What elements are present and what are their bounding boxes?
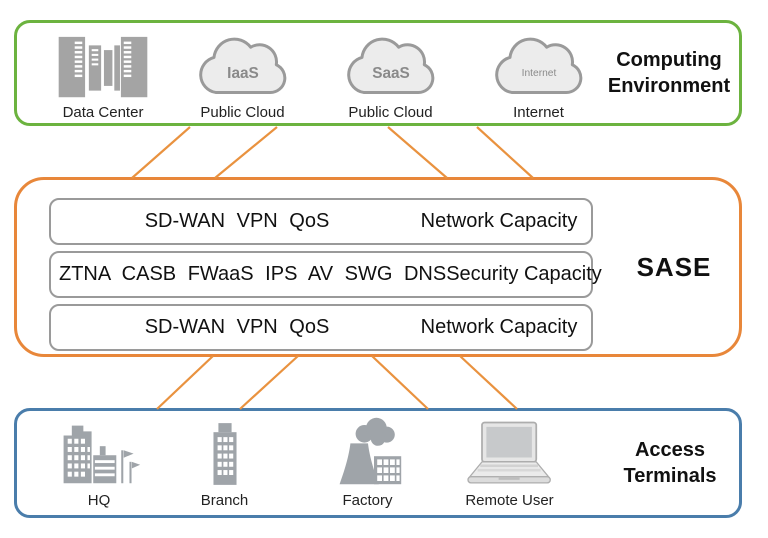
security-capacity-label: Security Capacity xyxy=(446,263,602,285)
internet-cloud-icon: Internet xyxy=(483,31,595,101)
network-services-text: SD-WAN VPN QoS xyxy=(144,316,330,338)
remote-user-item: Remote User xyxy=(437,419,582,509)
factory-item: Factory xyxy=(305,417,430,509)
sase-box: SD-WAN VPN QoS Network Capacity ZTNA CAS… xyxy=(14,177,742,357)
laptop-icon xyxy=(451,419,569,489)
hq-item: HQ xyxy=(39,419,159,509)
remote-user-label: Remote User xyxy=(465,492,554,509)
internet-cloud-text: Internet xyxy=(521,68,556,79)
factory-label: Factory xyxy=(342,492,393,509)
data-center-icon xyxy=(51,31,155,101)
data-center-label: Data Center xyxy=(62,104,144,121)
hq-label: HQ xyxy=(87,492,111,509)
sase-title: SASE xyxy=(636,251,712,282)
iaas-cloud-item: IaaS Public Cloud xyxy=(185,31,300,121)
internet-cloud-item: Internet Internet xyxy=(481,31,596,121)
saas-cloud-icon: SaaS xyxy=(335,31,447,101)
saas-cloud-text: SaaS xyxy=(372,65,410,82)
branch-label: Branch xyxy=(200,492,249,509)
network-services-text: SD-WAN VPN QoS xyxy=(144,210,330,232)
access-terminals-box: HQ Branch xyxy=(14,408,742,518)
data-center-item: Data Center xyxy=(43,31,163,121)
iaas-cloud-icon: IaaS xyxy=(187,31,299,101)
security-services-text: ZTNA CASB FWaaS IPS AV SWG DNS xyxy=(59,263,447,285)
saas-cloud-label: Public Cloud xyxy=(348,104,433,121)
network-capacity-label: Network Capacity xyxy=(420,316,578,338)
branch-icon xyxy=(205,419,245,489)
network-capacity-row-top: SD-WAN VPN QoS Network Capacity xyxy=(49,198,593,245)
saas-cloud-item: SaaS Public Cloud xyxy=(333,31,448,121)
computing-environment-title: Computing Environment xyxy=(607,49,731,97)
iaas-cloud-text: IaaS xyxy=(227,65,259,82)
factory-icon xyxy=(318,417,418,489)
network-capacity-row-bottom: SD-WAN VPN QoS Network Capacity xyxy=(49,304,593,351)
hq-icon xyxy=(44,419,154,489)
branch-item: Branch xyxy=(177,419,272,509)
sase-rows: SD-WAN VPN QoS Network Capacity ZTNA CAS… xyxy=(49,198,602,351)
access-terminals-title: Access Terminals xyxy=(623,439,717,487)
internet-cloud-label: Internet xyxy=(513,104,564,121)
security-capacity-row: ZTNA CASB FWaaS IPS AV SWG DNS Security … xyxy=(49,251,602,298)
iaas-cloud-label: Public Cloud xyxy=(200,104,285,121)
computing-environment-box: Data Center IaaS Public Cloud SaaS Publi… xyxy=(14,20,742,126)
network-capacity-label: Network Capacity xyxy=(420,210,578,232)
